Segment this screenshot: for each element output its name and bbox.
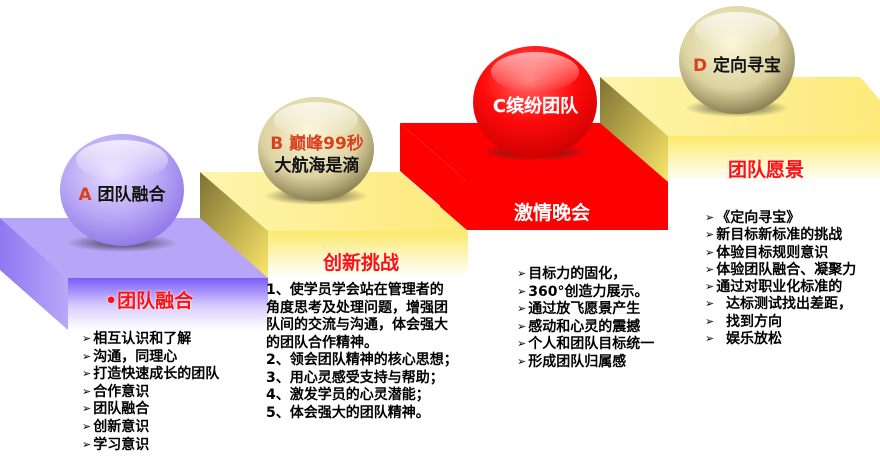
arrow-bullet-icon: ➢: [517, 302, 527, 316]
step-d-title: 团队愿景: [728, 159, 805, 181]
arrow-bullet-icon: ➢: [517, 267, 527, 280]
list-item: ➢目标力的固化，: [517, 266, 627, 282]
list-item: ➢体验团队融合、凝聚力: [705, 261, 857, 278]
arrow-bullet-icon: ➢: [517, 284, 527, 298]
list-item: ➢团队融合: [82, 401, 150, 418]
ball-a-label: A 团队融合: [78, 185, 166, 205]
list-item: ➢通过对职业化标准的: [705, 279, 843, 296]
list-item: ➢通过放飞愿景产生: [517, 301, 641, 318]
arrow-bullet-icon: ➢: [82, 437, 92, 451]
arrow-bullet-icon: ➢: [517, 354, 527, 368]
arrow-bullet-icon: ➢: [82, 419, 92, 433]
ball-c: [473, 46, 597, 158]
list-item: ➢合作意识: [82, 383, 150, 400]
arrow-bullet-icon: ➢: [82, 367, 92, 381]
arrow-bullet-icon: ➢: [705, 262, 715, 276]
step-b-description: 1、使学员学会站在管理者的 角度思考及处理问题，增强团 队间的交流与沟通，体会强…: [266, 282, 458, 421]
step-d-block: [600, 77, 880, 183]
arrow-bullet-icon: ➢: [82, 349, 92, 363]
arrow-bullet-icon: ➢: [705, 245, 715, 259]
arrow-bullet-icon: ➢: [517, 337, 527, 351]
arrow-bullet-icon: ➢: [705, 211, 715, 224]
list-item: ➢《定向寻宝》: [705, 210, 801, 226]
list-item: ➢相互认识和了解: [82, 331, 192, 347]
list-item: ➢沟通，同理心: [82, 348, 178, 365]
list-item: ➢ 娱乐放松: [705, 331, 782, 348]
ball-a: [60, 134, 184, 246]
arrow-bullet-icon: ➢: [705, 228, 715, 242]
list-item: ➢学习意识: [82, 436, 150, 453]
arrow-bullet-icon: ➢: [705, 332, 715, 346]
list-item: ➢新目标新标准的挑战: [705, 227, 843, 244]
step-c-title: 激情晚会: [514, 202, 591, 224]
list-item: ➢形成团队归属感: [517, 353, 627, 370]
arrow-bullet-icon: ➢: [705, 297, 715, 311]
arrow-bullet-icon: ➢: [82, 384, 92, 398]
step-a-title: •团队融合: [105, 290, 194, 312]
ball-b: [258, 97, 374, 201]
arrow-bullet-icon: ➢: [705, 314, 715, 328]
step-d-list: ➢《定向寻宝》 ➢新目标新标准的挑战 ➢体验目标规则意识 ➢体验团队融合、凝聚力…: [705, 210, 856, 348]
arrow-bullet-icon: ➢: [82, 332, 92, 345]
arrow-bullet-icon: ➢: [517, 319, 527, 333]
arrow-bullet-icon: ➢: [705, 280, 715, 294]
arrow-bullet-icon: ➢: [82, 402, 92, 416]
list-item: ➢ 达标测试找出差距，: [705, 296, 852, 313]
step-b-title: 创新挑战: [323, 252, 400, 274]
ball-d: [679, 6, 795, 114]
list-item: ➢个人和团队目标统一: [517, 336, 655, 353]
list-item: ➢感动和心灵的震撼: [517, 318, 641, 335]
ball-b-label: B 巅峰99秒 大航海是滴: [270, 134, 364, 176]
list-item: ➢打造快速成长的团队: [82, 366, 220, 383]
step-a-list: ➢相互认识和了解 ➢沟通，同理心 ➢打造快速成长的团队 ➢合作意识 ➢团队融合 …: [82, 331, 219, 454]
list-item: ➢ 找到方向: [705, 313, 782, 330]
ball-c-label: C缤纷团队: [492, 96, 579, 117]
list-item: ➢体验目标规则意识: [705, 244, 829, 261]
ball-d-label: D 定向寻宝: [692, 56, 782, 76]
step-c-list: ➢目标力的固化， ➢360°创造力展示。 ➢通过放飞愿景产生 ➢感动和心灵的震撼…: [517, 266, 654, 372]
list-item: ➢创新意识: [82, 418, 150, 435]
list-item: ➢360°创造力展示。: [517, 283, 649, 300]
